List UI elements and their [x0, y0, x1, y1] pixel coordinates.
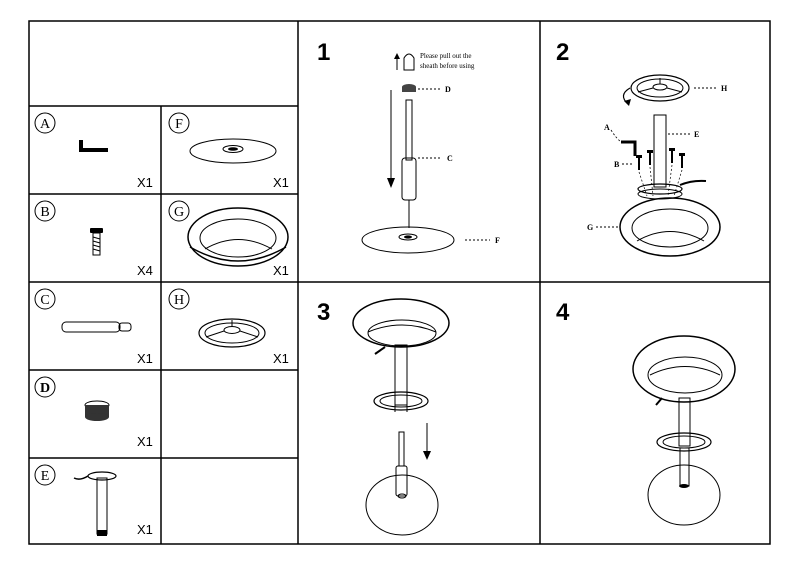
- part-quantity: X1: [137, 434, 153, 449]
- callout-e: E: [694, 130, 699, 139]
- part-letter: G: [174, 205, 184, 220]
- callout-h: H: [721, 84, 728, 93]
- part-letter: E: [41, 469, 50, 484]
- part-e-cell: E X1: [34, 464, 153, 537]
- hex-key-icon: [621, 140, 637, 156]
- callout-d: D: [445, 85, 451, 94]
- part-d-cell: D X1: [34, 376, 153, 449]
- part-letter: F: [175, 117, 183, 132]
- base-plate-icon: [189, 138, 277, 164]
- step-number: 4: [556, 299, 570, 326]
- part-c-cell: C X1: [34, 288, 153, 366]
- gas-lift-icon: [61, 321, 132, 333]
- step-4-panel: 4: [556, 299, 736, 526]
- callout-c: C: [447, 154, 453, 163]
- callout-a: A: [604, 123, 610, 132]
- screw-icon: [90, 228, 103, 256]
- step-3-panel: 3: [317, 298, 450, 536]
- part-a-cell: A X1: [34, 112, 153, 190]
- column-icon: [73, 471, 117, 536]
- foot-ring-icon: [198, 318, 266, 348]
- part-letter: A: [40, 117, 51, 132]
- hex-key-icon: [79, 140, 108, 152]
- part-letter: C: [40, 293, 49, 308]
- callout-f: F: [495, 236, 500, 245]
- sheath-note-line-2: sheath before using: [420, 62, 475, 70]
- step-number: 1: [317, 39, 330, 66]
- part-b-cell: B X4: [34, 200, 153, 278]
- part-quantity: X1: [273, 263, 289, 278]
- part-letter: H: [174, 293, 184, 308]
- part-h-cell: H X1: [168, 288, 289, 366]
- part-f-cell: F X1: [168, 112, 289, 190]
- part-quantity: X1: [273, 351, 289, 366]
- part-g-cell: G X1: [168, 200, 289, 278]
- grid-lines: [28, 20, 771, 545]
- step-number: 3: [317, 299, 330, 326]
- part-quantity: X1: [273, 175, 289, 190]
- part-quantity: X1: [137, 175, 153, 190]
- sheath-icon: [403, 53, 415, 71]
- step-2-panel: 2 H E A B: [556, 39, 728, 257]
- step-1-panel: 1 Please pull out the sheath before usin…: [317, 39, 500, 254]
- callout-g: G: [587, 223, 593, 232]
- seat-icon: [187, 207, 289, 267]
- step-number: 2: [556, 39, 569, 66]
- part-letter: B: [40, 205, 49, 220]
- part-quantity: X4: [137, 263, 153, 278]
- callout-b: B: [614, 160, 620, 169]
- cap-icon: [84, 400, 110, 421]
- part-quantity: X1: [137, 351, 153, 366]
- part-letter: D: [40, 381, 50, 396]
- sheath-note-line-1: Please pull out the: [420, 52, 472, 60]
- screw-icon: [636, 148, 685, 170]
- part-quantity: X1: [137, 522, 153, 537]
- pull-up-arrow-icon: [394, 53, 400, 70]
